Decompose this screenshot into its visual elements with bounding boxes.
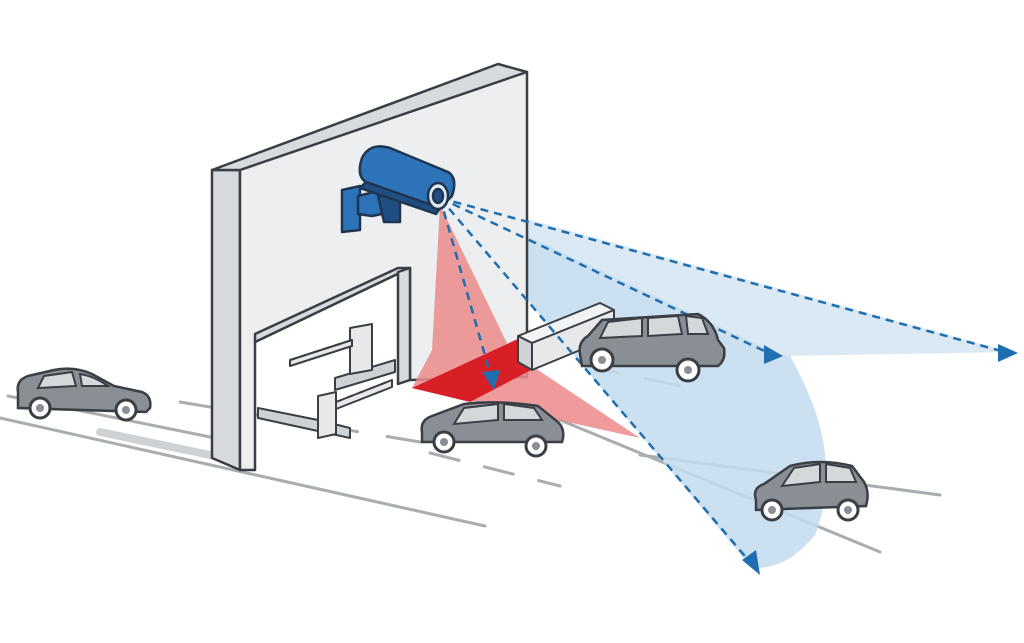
suv-icon <box>578 312 726 383</box>
security-camera-icon <box>340 145 456 234</box>
car-icon <box>16 367 152 422</box>
car-icon <box>753 460 869 522</box>
barrier-gate-icon <box>257 323 396 439</box>
camera-field-of-view <box>440 195 1010 568</box>
detection-zone <box>412 205 640 438</box>
ray-arrowheads <box>482 344 1018 575</box>
car-icon <box>420 401 565 458</box>
camera-view-rays <box>438 196 1006 569</box>
